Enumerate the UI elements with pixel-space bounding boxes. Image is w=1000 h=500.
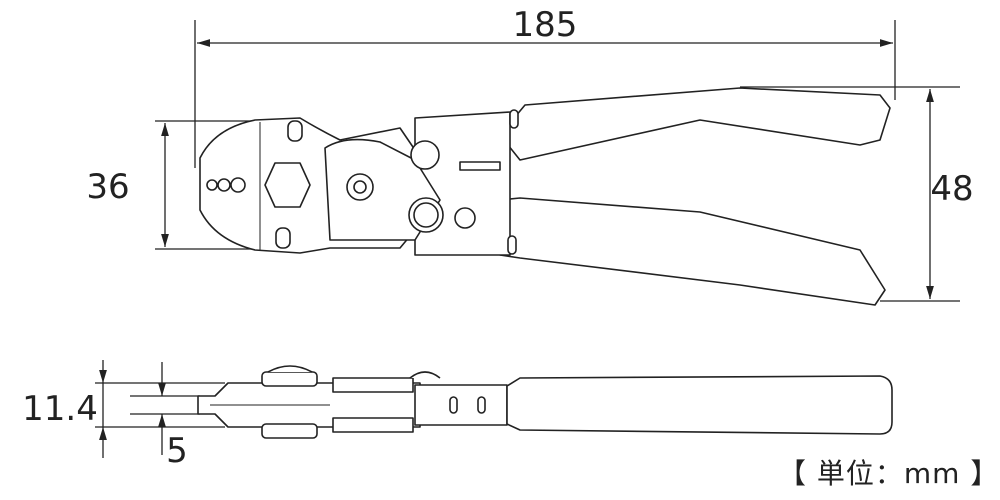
dimension-11-4: 11.4 bbox=[22, 360, 225, 458]
hex-nut-icon bbox=[264, 162, 311, 208]
dimension-label-jaw-thickness: 5 bbox=[166, 431, 188, 471]
dimension-label-thickness: 11.4 bbox=[22, 389, 98, 429]
dimension-label-length: 185 bbox=[513, 5, 578, 45]
dimension-36: 36 bbox=[86, 120, 255, 250]
dimension-label-jaw-height: 36 bbox=[86, 167, 129, 207]
dimension-5: 5 bbox=[130, 362, 200, 471]
dimension-label-spread: 48 bbox=[930, 169, 973, 209]
dimension-185: 185 bbox=[194, 5, 896, 168]
plier-side-view bbox=[197, 365, 893, 439]
dimension-48: 48 bbox=[740, 86, 974, 302]
plier-top-view bbox=[199, 87, 891, 306]
unit-label: 【 単位：mm 】 bbox=[778, 457, 1000, 490]
